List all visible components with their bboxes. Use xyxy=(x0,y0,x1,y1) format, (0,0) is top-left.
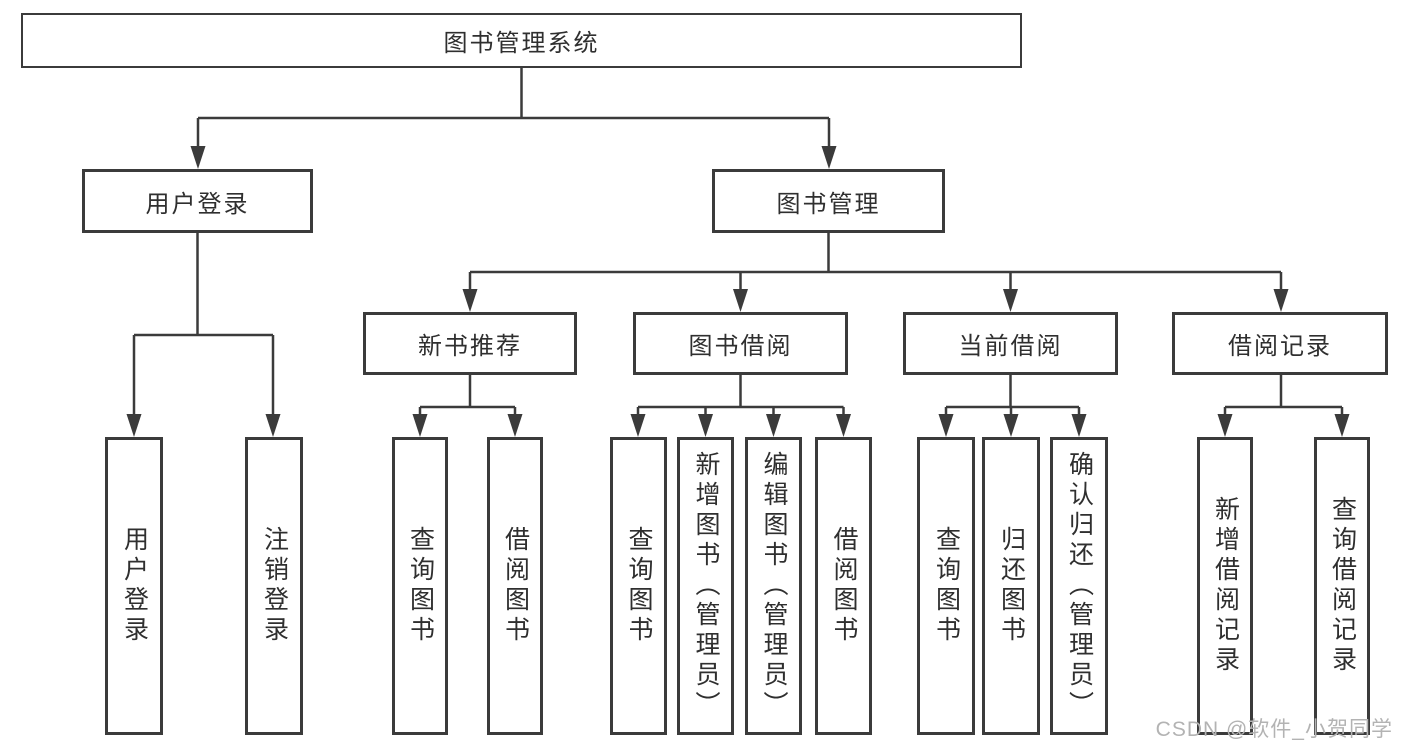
leaf-edit-books-admin: 编辑图书（管理员） xyxy=(745,437,802,735)
node-book-borrow: 图书借阅 xyxy=(633,312,848,375)
connector-user-login-to-leaves xyxy=(126,233,281,437)
leaf-query-books-recommend: 查询图书 xyxy=(392,437,448,735)
leaf-query-books-borrow: 查询图书 xyxy=(610,437,667,735)
connector-book-borrow-to-leaves xyxy=(630,375,851,437)
connector-root-to-level2 xyxy=(190,68,837,169)
leaf-logout: 注销登录 xyxy=(245,437,303,735)
connector-borrow-records-to-leaves xyxy=(1217,375,1350,437)
leaf-query-books-current: 查询图书 xyxy=(917,437,975,735)
node-book-management: 图书管理 xyxy=(712,169,945,233)
node-library-system: 图书管理系统 xyxy=(21,13,1022,68)
leaf-return-books: 归还图书 xyxy=(982,437,1040,735)
leaf-add-borrow-record: 新增借阅记录 xyxy=(1197,437,1253,735)
connector-current-borrow-to-leaves xyxy=(938,375,1087,437)
node-new-book-recommend: 新书推荐 xyxy=(363,312,577,375)
connector-new-book-to-leaves xyxy=(412,375,523,437)
leaf-confirm-return-admin: 确认归还（管理员） xyxy=(1050,437,1108,735)
leaf-borrow-books: 借阅图书 xyxy=(815,437,872,735)
leaf-borrow-books-recommend: 借阅图书 xyxy=(487,437,543,735)
leaf-query-borrow-record: 查询借阅记录 xyxy=(1314,437,1370,735)
leaf-user-login: 用户登录 xyxy=(105,437,163,735)
node-user-login: 用户登录 xyxy=(82,169,313,233)
watermark: CSDN @软件_小贺同学 xyxy=(1155,718,1393,741)
node-borrow-records: 借阅记录 xyxy=(1172,312,1388,375)
node-current-borrow: 当前借阅 xyxy=(903,312,1118,375)
leaf-add-books-admin: 新增图书（管理员） xyxy=(677,437,734,735)
connector-book-management-to-level3 xyxy=(462,233,1289,312)
